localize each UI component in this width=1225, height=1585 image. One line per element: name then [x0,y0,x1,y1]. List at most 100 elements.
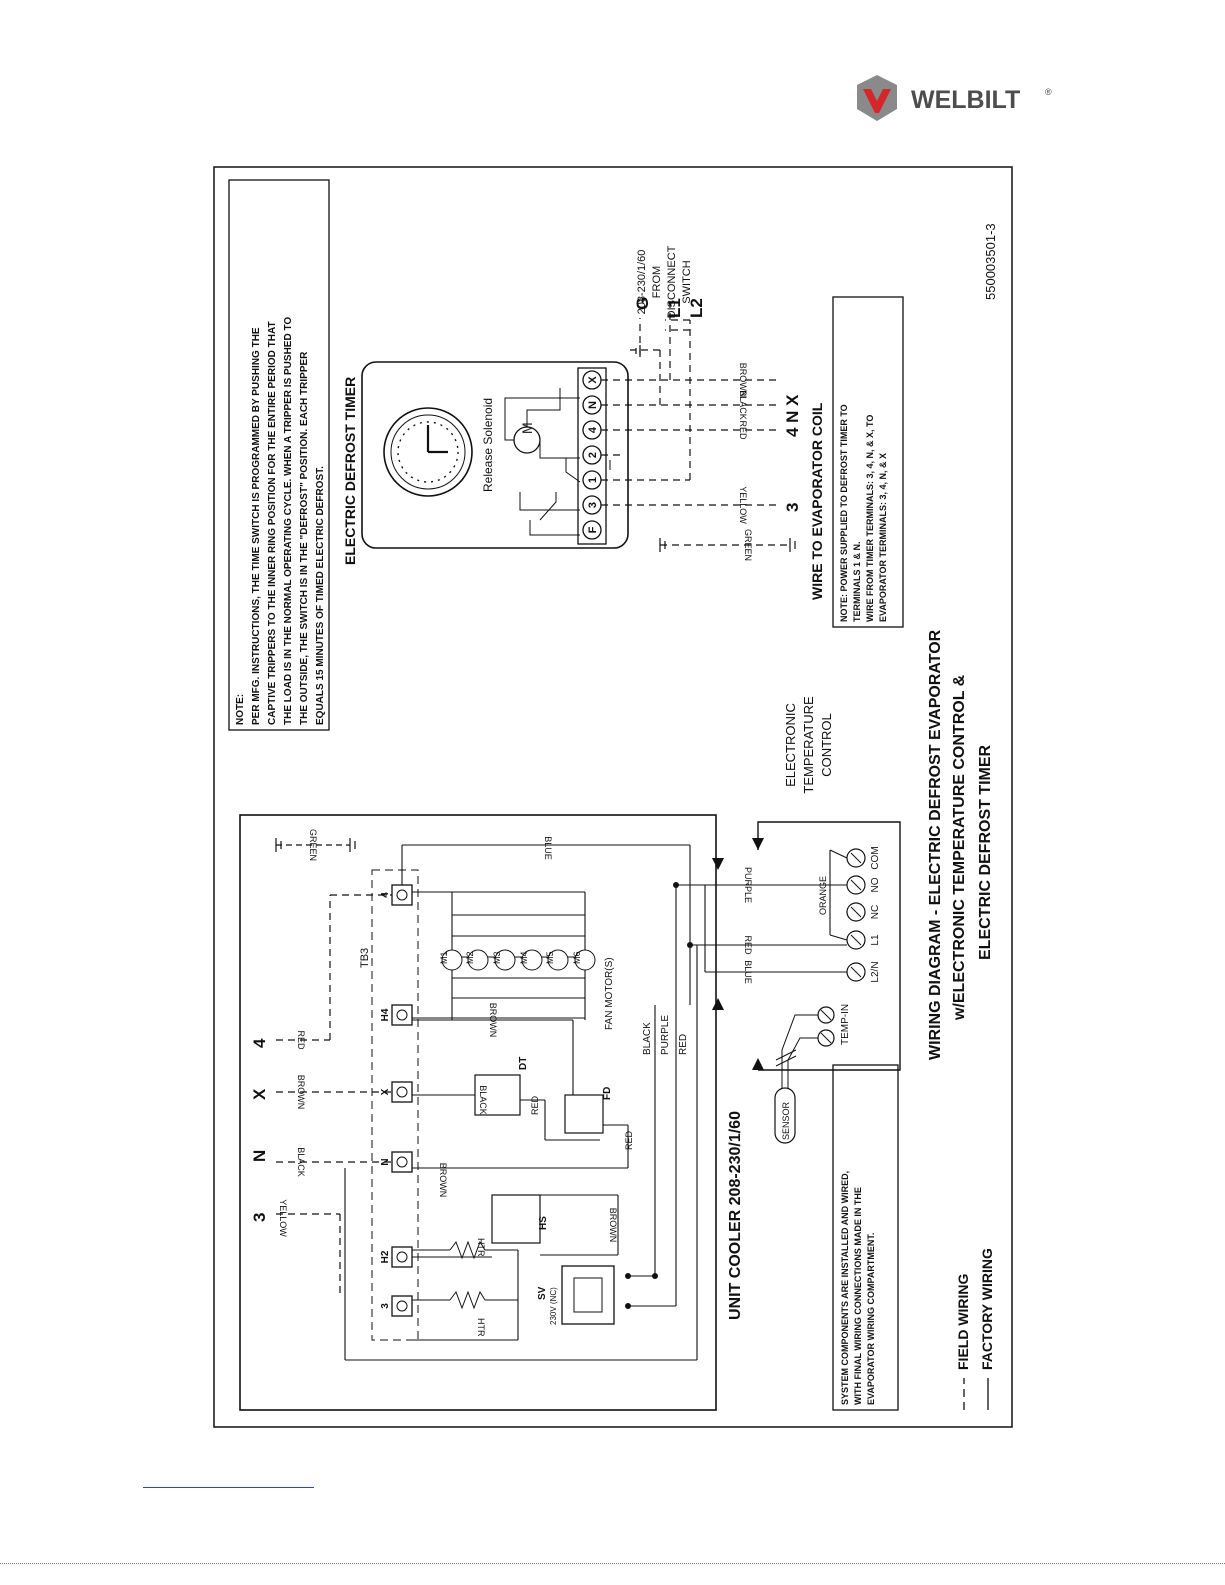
note-power: NOTE: POWER SUPPLIED TO DEFROST TIMER TO… [839,404,888,622]
wire-label-yellow: YELLOW [278,1199,288,1237]
diagram-title-line3: ELECTRIC DEFROST TIMER [977,744,994,960]
heater-icon [449,1240,486,1260]
tb3-block [371,869,419,1341]
diagram-title-line2: w/ELECTRONIC TEMPERATURE CONTROL & [951,674,968,1021]
field-term-X: X [250,1088,269,1100]
unit-terminal-label: H2 [380,1250,391,1263]
unit-terminal-label: H4 [380,1008,391,1021]
dt-switch-icon [474,1074,521,1116]
field-term-4: 4 [250,1038,269,1048]
wire-label-orange: ORANGE [818,876,828,915]
etc-terminal-label: NO [870,877,881,892]
hs-switch-icon [491,1194,541,1244]
field-term-N: N [250,1150,269,1162]
wire-label-purple: PURPLE [743,867,753,903]
etc-label-line: TEMPERATURE [801,696,816,794]
field-wiring-unit [276,894,392,1296]
wire-label-blue: BLUE [543,836,553,860]
note-system-line: EVAPORATOR WIRING COMPARTMENT. [866,1233,876,1405]
fd-switch-icon [564,1094,604,1134]
motor-label: M4 [519,951,529,964]
motor-label: M5 [545,951,555,964]
welbilt-mark-icon [857,75,897,121]
coil-terminal-3: 3 [783,503,802,512]
unit-terminal-H4: H4 [380,1004,413,1026]
note-power-line: TERMINALS 1 & N. [852,541,862,622]
timer-terminal-label: 1 [587,477,599,483]
wire-label-purple: PURPLE [660,1015,671,1055]
note-top-line: EQUALS 15 MINUTES OF TIMED ELECTRIC DEFR… [315,466,326,725]
timer-terminal-X: X [582,370,602,390]
timer-terminal-label: N [587,401,599,409]
wire-label-red: RED [738,420,748,440]
temp-in-label: TEMP-IN [840,1004,851,1045]
etc-terminals: COM NO NC L1 L2/N [846,846,881,983]
wire-label-brown: BROWN [438,1163,448,1198]
wire-label-black: BLACK [738,390,748,420]
heater-icon [449,1290,486,1310]
motor-symbol: M [519,422,535,434]
unit-terminal-label: 3 [380,1303,391,1309]
note-system: SYSTEM COMPONENTS ARE INSTALLED AND WIRE… [840,1171,876,1405]
etc-housing [757,821,901,1071]
welbilt-logo: WELBILT ® [857,75,1052,121]
timer-terminal-label: 2 [587,452,599,458]
legend-factory-label: FACTORY WIRING [979,1248,995,1370]
timer-terminal-strip [577,367,607,545]
htr-label: HTR [476,1318,486,1337]
supply-line: SWITCH [681,260,693,303]
brand-name: WELBILT [911,86,1020,114]
dt-label: DT [518,1057,529,1070]
ground-icon [635,345,796,552]
etc-terminal-COM: COM [846,846,881,870]
fan-motor-icon: M2 [465,949,489,971]
sv-label: SV [537,1286,548,1300]
timer-terminal-label: 4 [587,426,599,433]
fd-label: FD [602,1087,613,1100]
footer-link[interactable] [143,1486,314,1488]
htr-label: HTR [476,1238,486,1257]
etc-wiring [690,849,848,973]
wire-to-coil-label: WIRE TO EVAPORATOR COIL [809,402,825,600]
fan-motor-icon: M3 [492,949,516,971]
wire-label-blue: BLUE [743,960,753,984]
supply-term-G: G [633,297,652,310]
note-top-line: NOTE: [235,694,246,725]
unit-terminal-label: 4 [380,892,391,898]
timer-terminal-label: X [587,376,599,384]
supply-line: DISCONNECT [666,245,678,318]
unit-terminal-4: 4 [380,884,413,906]
tb3-label: TB3 [359,948,371,968]
etc-terminal-L2N: L2/N [846,961,881,983]
timer-terminal-label: F [587,526,599,533]
note-top-line: THE OUTSIDE, THE SWITCH IS IN THE "DEFRO… [299,351,310,725]
brand-registered-mark: ® [1045,87,1052,97]
etc-label-line: ELECTRONIC [783,703,798,787]
fan-motor-icon: M4 [519,949,543,971]
note-top-box [228,179,330,731]
coil-terminals-4nx: 4 N X [783,394,802,437]
fan-motor-icon: M1 [439,949,463,971]
ground-icon [275,838,356,852]
fan-motors-label: FAN MOTOR(S) [604,957,615,1030]
etc-terminal-L1: L1 [846,930,881,950]
note-system-box [832,1064,899,1411]
note-top: NOTE: PER MFG. INSTRUCTIONS, THE TIME SW… [235,317,326,725]
timer-terminal-2: 2 [582,445,602,465]
note-power-line: WIRE FROM TIMER TERMINALS: 3, 4, N, & X,… [865,415,875,622]
wire-label-red: RED [678,1034,689,1055]
fan-motor-icon: M6 [572,949,596,971]
wire-label-yellow: YELLOW [738,486,748,524]
note-power-box [832,296,904,628]
sv-rating: 230V (NC) [549,1287,558,1325]
timer-terminal-1: 1 [582,470,602,490]
wire-label-black: BLACK [478,1085,488,1115]
wire-label-black: BLACK [642,1022,653,1055]
etc-label: ELECTRONIC TEMPERATURE CONTROL [783,696,834,794]
timer-terminal-F: F [582,520,602,540]
field-terminals: 3 N X 4 [250,1038,269,1222]
temp-in-terminals [817,1006,835,1047]
wire-label-green: GREEN [743,529,753,561]
supply-term-L2: L2 [687,298,706,318]
junction-dots [625,882,693,1309]
